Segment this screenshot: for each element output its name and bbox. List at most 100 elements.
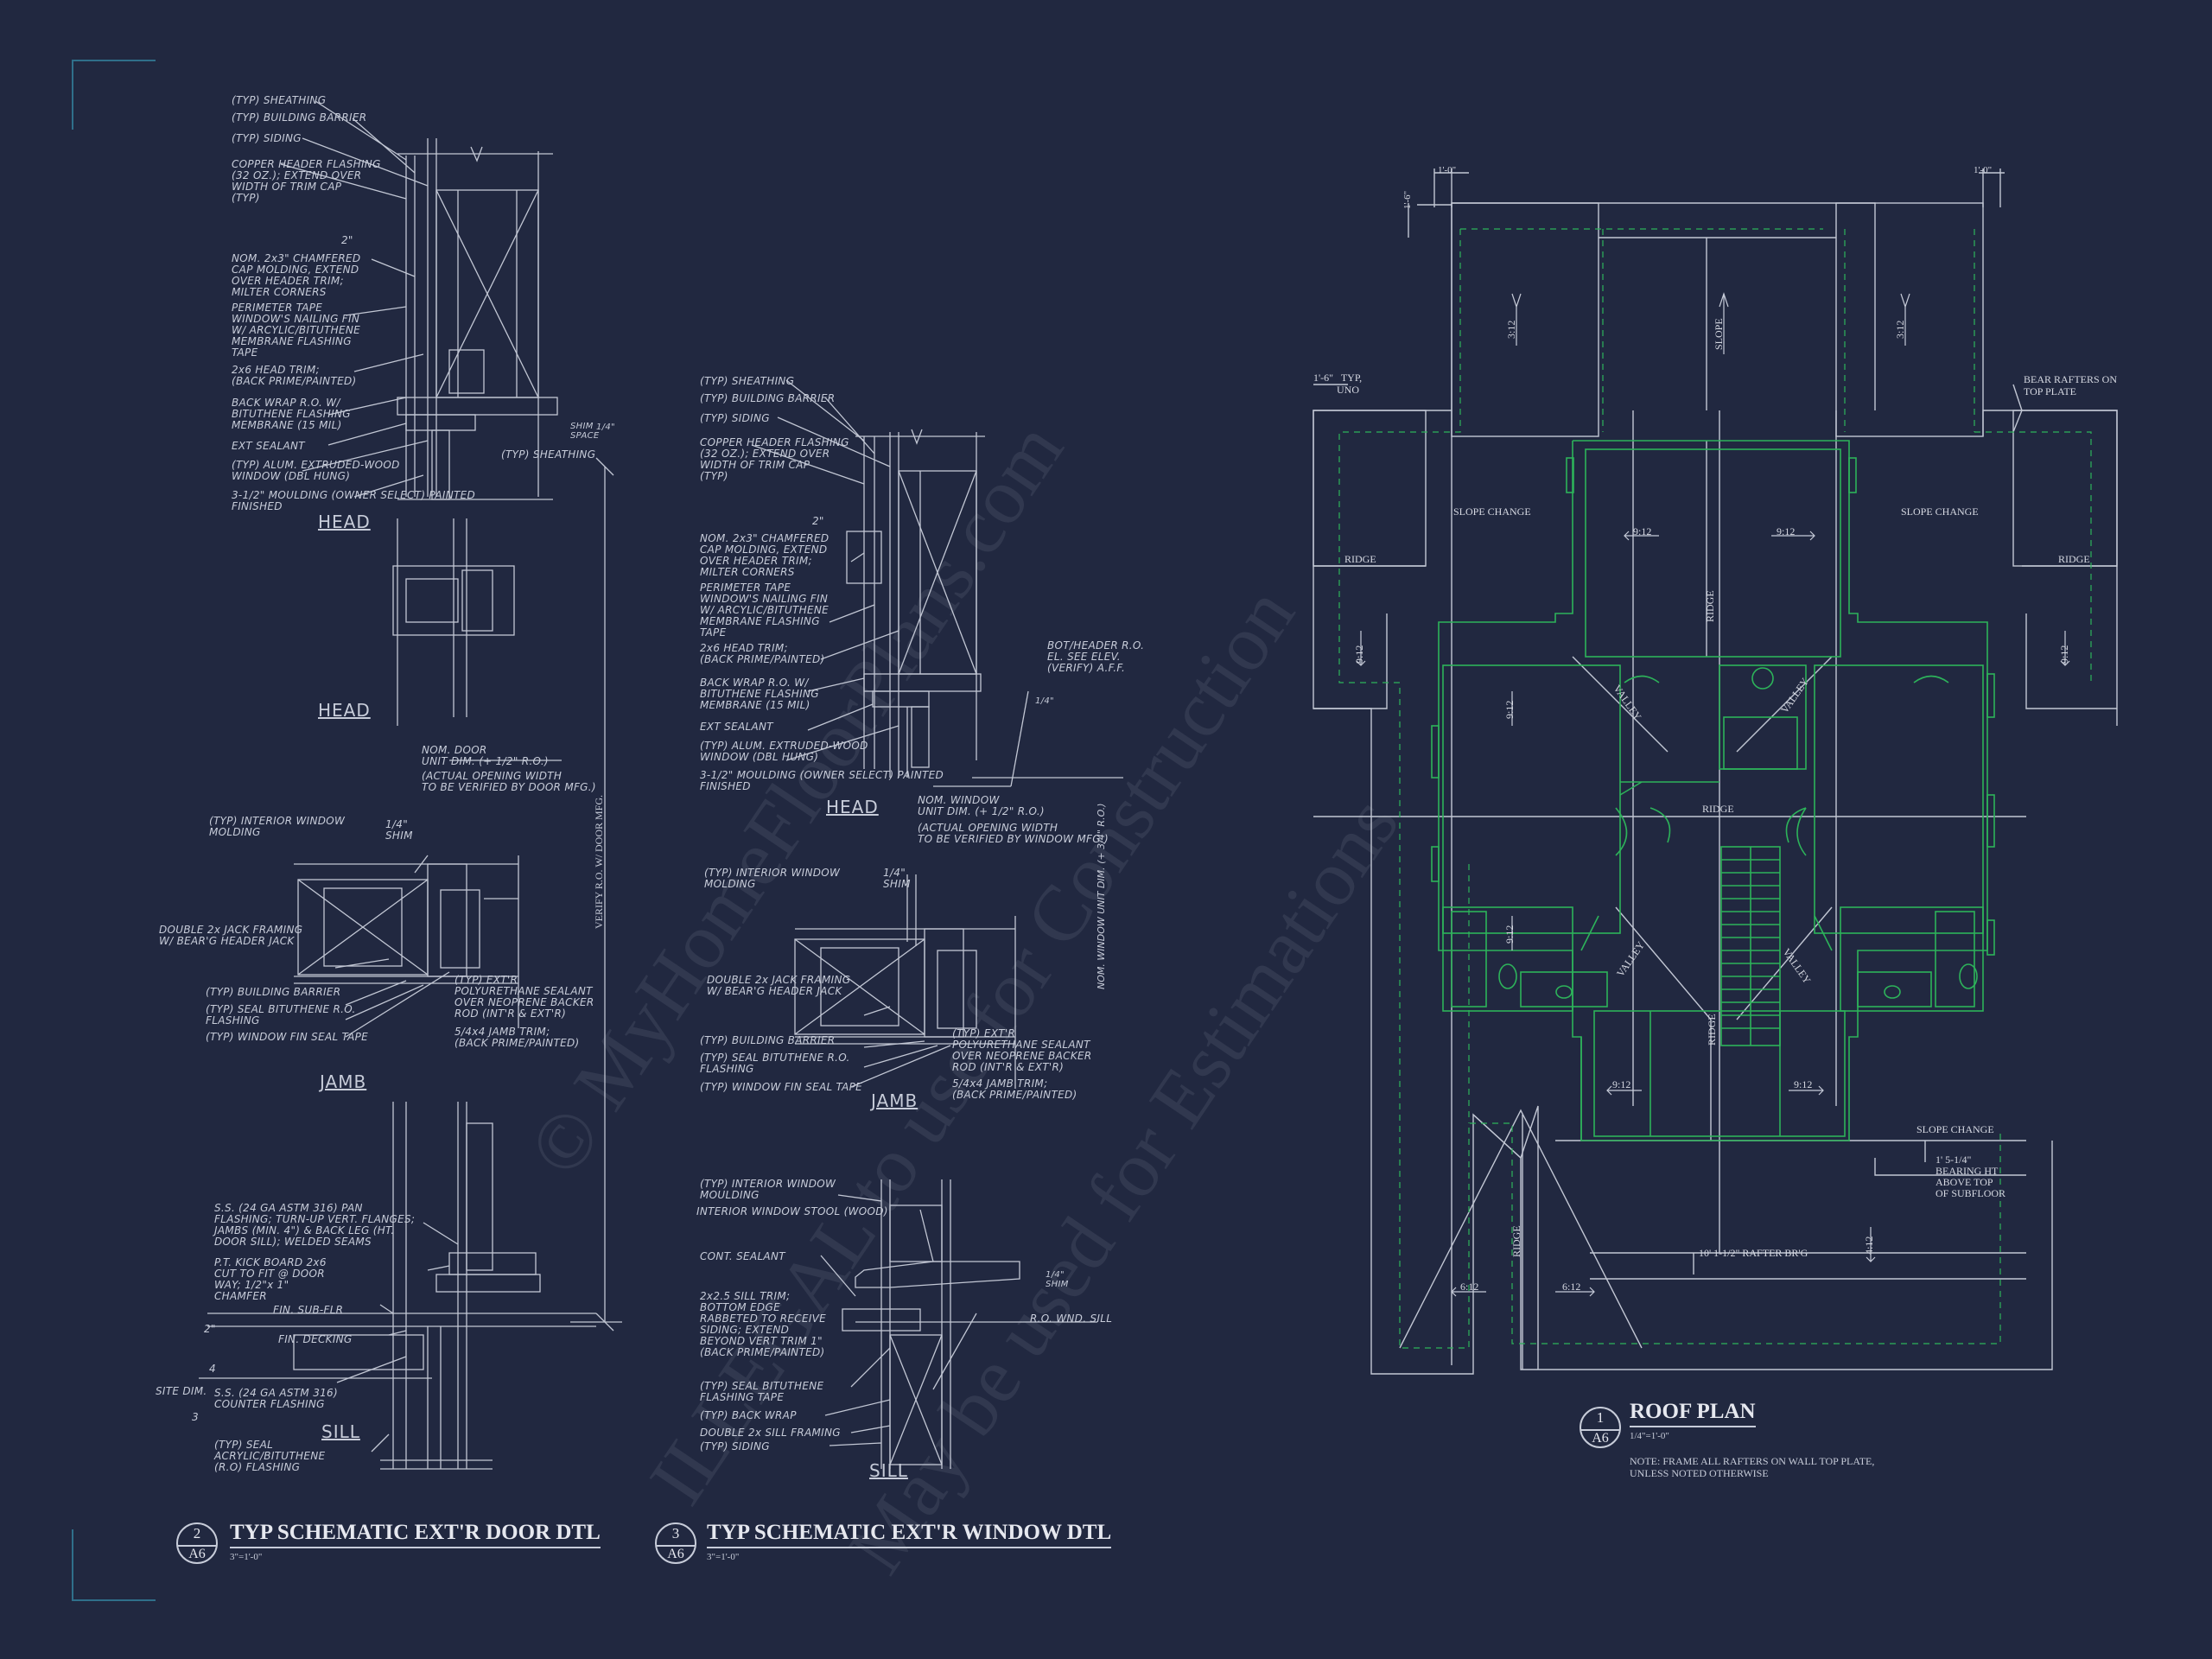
window-detail-number: 3 (671, 1525, 680, 1541)
window-detail-sheet: A6 (657, 1545, 695, 1562)
window-head-label-8: BACK WRAP R.O. W/ BITUTHENE FLASHING MEM… (700, 677, 819, 711)
window-bot-header: BOT/HEADER R.O. EL. SEE ELEV. (VERIFY) A… (1047, 639, 1145, 674)
door-sill-section: SILL (321, 1421, 360, 1442)
roof-outline (1313, 168, 2118, 1375)
door-head-label-7: 2x6 HEAD TRIM; (BACK PRIME/PAINTED) (232, 364, 357, 387)
roof-ridge-left: RIDGE (1344, 553, 1376, 565)
window-jamb-label-7: (TYP) EXT'R POLYURETHANE SEALANT OVER NE… (952, 1027, 1092, 1073)
door-head-label-2: (TYP) BUILDING BARRIER (232, 111, 367, 124)
roof-pitch-912-b: 9:12 (1777, 525, 1796, 537)
window-jamb-label-3: DOUBLE 2x JACK FRAMING W/ BEAR'G HEADER … (707, 974, 851, 997)
door-detail-bubble: 2 A6 (176, 1522, 218, 1564)
roof-pitch-912-e: 9:12 (1503, 700, 1516, 719)
window-jamb-label-6: (TYP) WINDOW FIN SEAL TAPE (700, 1081, 863, 1093)
window-unit-dim: NOM. WINDOW UNIT DIM. (+ 1/2" R.O.) (918, 794, 1045, 817)
door-sill-dim-3: 3 (192, 1411, 199, 1423)
door-detail-title: TYP SCHEMATIC EXT'R DOOR DTL (230, 1521, 601, 1548)
door-sill-dim-1: 2" (204, 1323, 216, 1335)
window-detail-scale: 3"=1'-0" (707, 1552, 740, 1562)
crop-marks (72, 60, 156, 1601)
window-actual-opening: (ACTUAL OPENING WIDTH TO BE VERIFIED BY … (918, 822, 1109, 845)
window-head-label-11: 3-1/2" MOULDING (OWNER SELECT) PAINTED F… (700, 769, 944, 792)
roof-plan-title: ROOF PLAN (1630, 1400, 1756, 1427)
roof-typ-uno: 1'-6" TYP, UNO (1313, 372, 1363, 396)
door-sill-label-3: FIN. SUB-FLR (273, 1304, 344, 1316)
window-head-label-4: COPPER HEADER FLASHING (32 OZ.); EXTEND … (700, 436, 849, 482)
window-vert-unit-dim: NOM. WINDOW UNIT DIM. (+ 3/4" R.O.) (1096, 803, 1107, 989)
door-head-label-11: 3-1/2" MOULDING (OWNER SELECT) PAINTED F… (232, 489, 476, 512)
door-jamb-label-3: DOUBLE 2x JACK FRAMING W/ BEAR'G HEADER … (159, 924, 303, 947)
window-jamb-label-5: (TYP) SEAL BITUTHENE R.O. FLASHING (700, 1052, 850, 1075)
door-sill-label-6: S.S. (24 GA ASTM 316) COUNTER FLASHING (214, 1387, 338, 1410)
door-head-label-4: COPPER HEADER FLASHING (32 OZ.); EXTEND … (232, 158, 381, 204)
window-quarter: 1/4" (1035, 696, 1054, 706)
door-head-label-1: (TYP) SHEATHING (232, 94, 327, 106)
window-jamb-section: JAMB (871, 1090, 918, 1111)
floor-layout-linework (1431, 440, 1995, 1141)
window-jamb-label-1: (TYP) INTERIOR WINDOW MOLDING (704, 867, 841, 890)
door-head-label-8: BACK WRAP R.O. W/ BITUTHENE FLASHING MEM… (232, 397, 351, 431)
roof-ridge-vertical-3: RIDGE (1510, 1225, 1522, 1257)
roof-plan-number: 1 (1596, 1409, 1605, 1426)
door-sill-dim-2: 4 (209, 1363, 216, 1375)
window-sill-label-6: (TYP) BACK WRAP (700, 1409, 797, 1421)
door-actual-opening: (ACTUAL OPENING WIDTH TO BE VERIFIED BY … (422, 770, 596, 793)
door-sill-label-1: S.S. (24 GA ASTM 316) PAN FLASHING; TURN… (214, 1202, 416, 1248)
window-jamb-label-2: 1/4" SHIM (883, 867, 911, 890)
roof-pitch-912-h: 9:12 (1794, 1078, 1813, 1090)
roof-dim-top-right: 1'-0" (1974, 165, 1993, 175)
window-sill-shim: 1/4" SHIM (1046, 1270, 1069, 1289)
door-head-label-10: (TYP) ALUM. EXTRUDED-WOOD WINDOW (DBL HU… (232, 459, 400, 482)
window-sill-section: SILL (869, 1460, 908, 1481)
window-head-label-10: (TYP) ALUM. EXTRUDED-WOOD WINDOW (DBL HU… (700, 740, 868, 763)
eave-dashed-line (1338, 228, 2092, 1349)
door-sill-label-2: P.T. KICK BOARD 2x6 CUT TO FIT @ DOOR WA… (214, 1256, 327, 1302)
roof-pitch-312-right: 3:12 (1894, 320, 1906, 339)
roof-plan-note: NOTE: FRAME ALL RAFTERS ON WALL TOP PLAT… (1630, 1455, 1875, 1479)
roof-pitch-612-a: 6:12 (1460, 1281, 1479, 1293)
roof-slope-change-left: SLOPE CHANGE (1453, 505, 1531, 518)
door-jamb-label-1: (TYP) INTERIOR WINDOW MOLDING (209, 815, 346, 838)
roof-bearing-ht: 1' 5-1/4" BEARING HT ABOVE TOP OF SUBFLO… (1936, 1154, 2006, 1199)
roof-slope-label: SLOPE (1713, 318, 1725, 350)
roof-dim-top-left: 1'-0" (1438, 165, 1457, 175)
window-head-section: HEAD (826, 797, 879, 817)
door-sill-label-7: (TYP) SEAL ACRYLIC/BITUTHENE (R.O) FLASH… (214, 1439, 326, 1473)
door-sheathing-right: (TYP) SHEATHING (501, 448, 596, 461)
window-sill-label-8: (TYP) SIDING (700, 1440, 770, 1452)
pitch-arrows (1356, 292, 2070, 1297)
door-unit-dim: NOM. DOOR UNIT DIM. (+ 1/2" R.O.) (422, 744, 549, 767)
roof-ridge-center: RIDGE (1702, 803, 1734, 815)
door-head-label-5: NOM. 2x3" CHAMFERED CAP MOLDING, EXTEND … (232, 252, 361, 298)
door-sill-label-4: FIN. DECKING (278, 1333, 353, 1345)
window-jamb-label-4: (TYP) BUILDING BARRIER (700, 1034, 836, 1046)
window-head-label-7: 2x6 HEAD TRIM; (BACK PRIME/PAINTED) (700, 642, 825, 665)
window-sill-label-2: INTERIOR WINDOW STOOL (WOOD) (696, 1205, 888, 1217)
roof-ridge-vertical-2: RIDGE (1706, 1014, 1718, 1046)
roof-pitch-412: 4:12 (1863, 1236, 1875, 1255)
window-head-dim: 2" (812, 515, 824, 527)
roof-slope-change-right: SLOPE CHANGE (1901, 505, 1979, 518)
roof-slope-change-low: SLOPE CHANGE (1916, 1123, 1994, 1135)
window-head-label-3: (TYP) SIDING (700, 412, 770, 424)
window-sill-label-5: (TYP) SEAL BITUTHENE FLASHING TAPE (700, 1380, 824, 1403)
window-head-label-2: (TYP) BUILDING BARRIER (700, 392, 836, 404)
door-head-dim: 2" (341, 234, 353, 246)
roof-ridge-right: RIDGE (2058, 553, 2090, 565)
roof-plan-sheet: A6 (1581, 1429, 1619, 1446)
door-jamb-label-2: 1/4" SHIM (385, 818, 413, 842)
door-verify-ro: VERIFY R.O. W/ DOOR MFG. (593, 794, 605, 929)
window-detail-title: TYP SCHEMATIC EXT'R WINDOW DTL (707, 1521, 1112, 1548)
door-jamb-label-8: 5/4x4 JAMB TRIM; (BACK PRIME/PAINTED) (454, 1026, 580, 1049)
roof-pitch-912-f: 9:12 (1503, 925, 1516, 944)
roof-pitch-912-c: 9:12 (1353, 645, 1365, 664)
door-detail-number: 2 (193, 1525, 201, 1541)
door-jamb-label-5: (TYP) SEAL BITUTHENE R.O. FLASHING (206, 1003, 356, 1027)
window-sill-label-1: (TYP) INTERIOR WINDOW MOULDING (700, 1178, 836, 1201)
roof-plan-bubble: 1 A6 (1580, 1407, 1621, 1448)
door-shim-space: SHIM SPACE (570, 422, 600, 441)
roof-pitch-912-d: 9:12 (2058, 645, 2070, 664)
door-detail-scale: 3"=1'-0" (230, 1552, 263, 1562)
